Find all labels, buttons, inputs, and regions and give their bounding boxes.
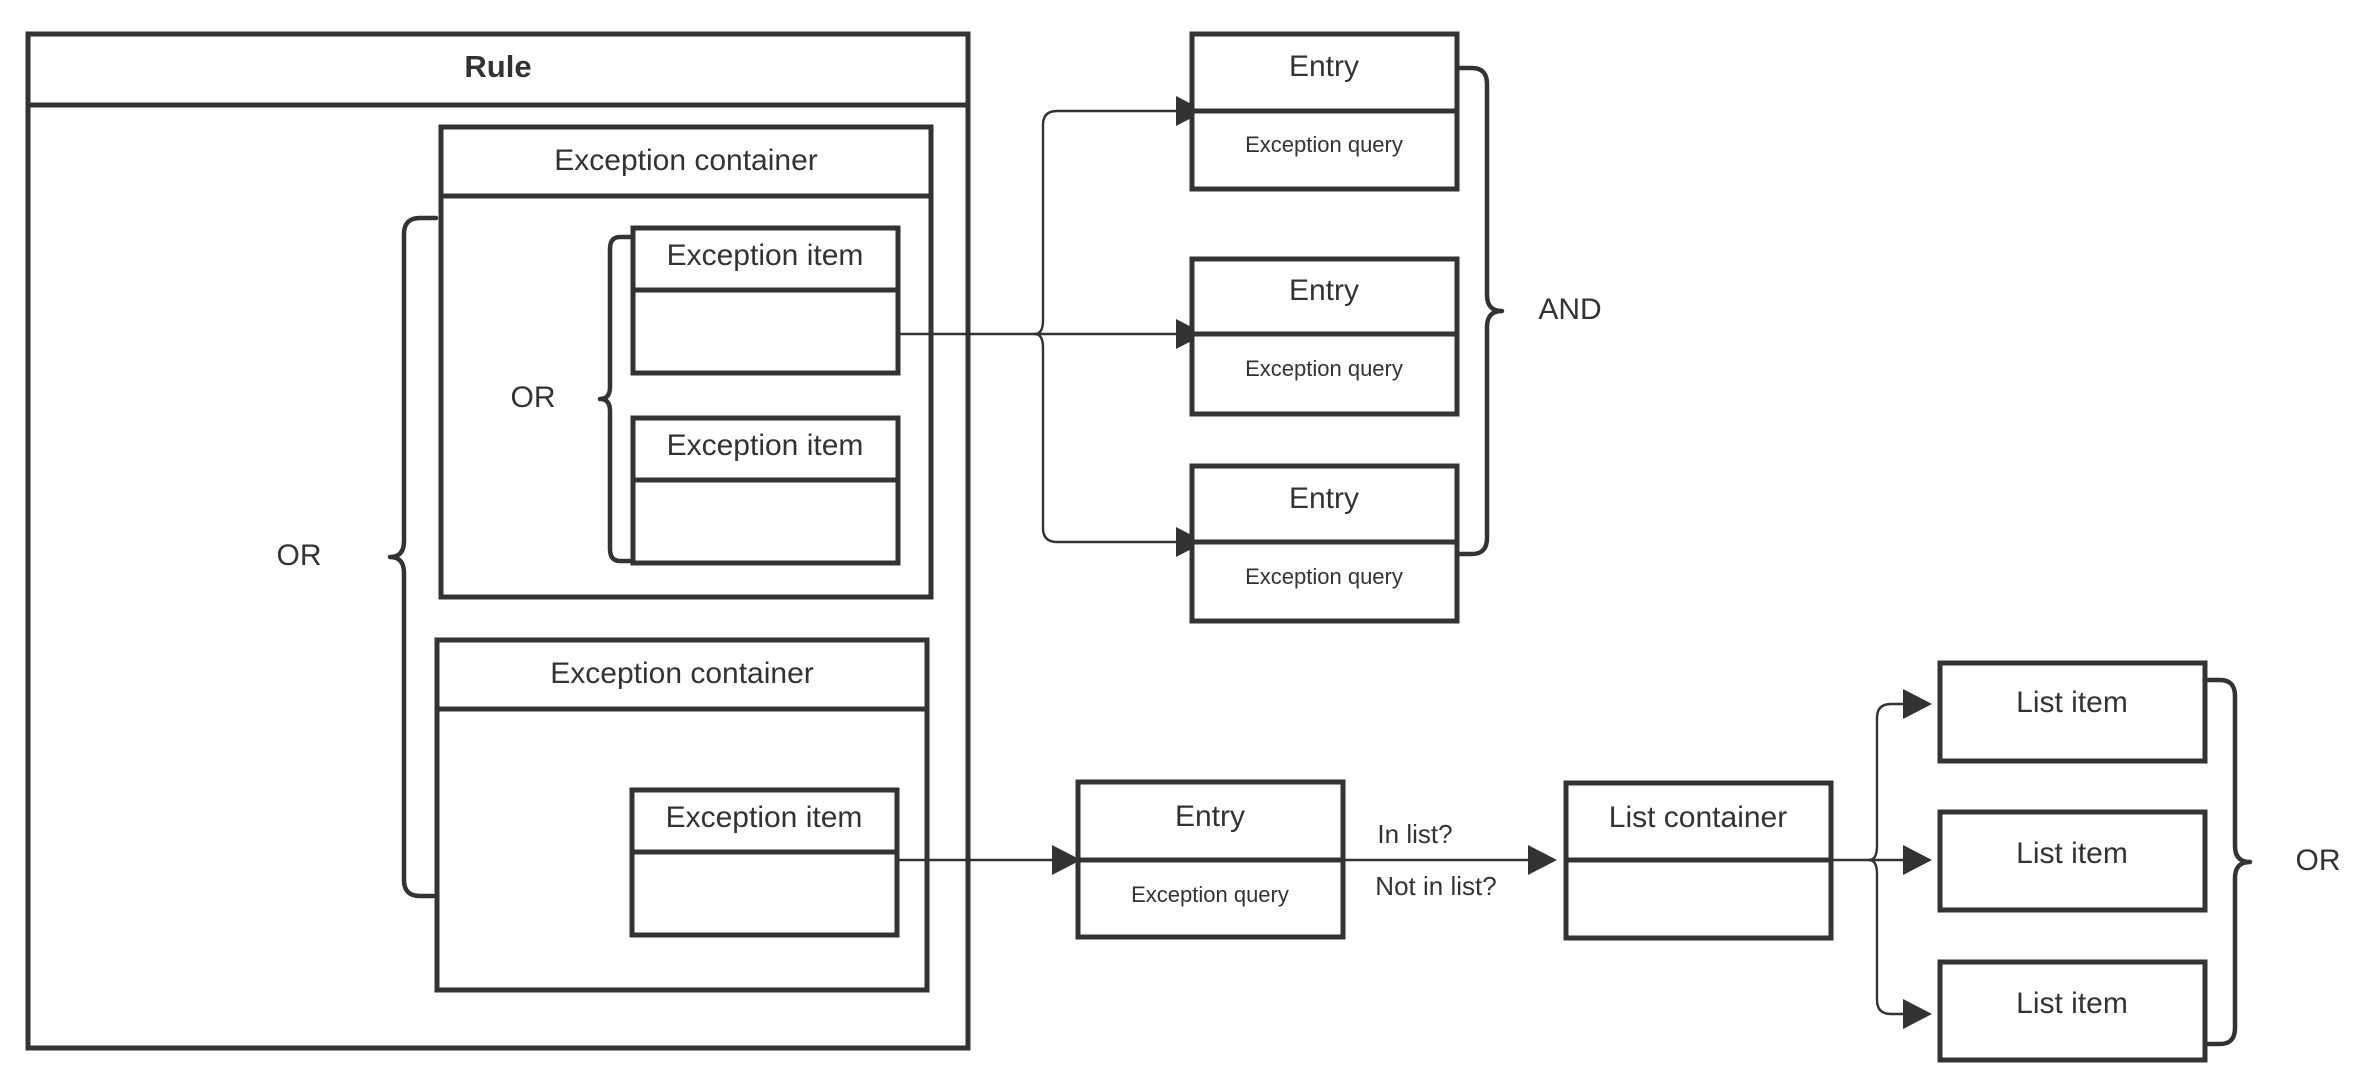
list-item-3-outline bbox=[1937, 959, 2208, 1063]
arrowhead-list-item-1 bbox=[1903, 689, 1932, 719]
exception-item-1-1[interactable]: Exception item bbox=[630, 225, 901, 376]
exception-container-1-title: Exception container bbox=[554, 144, 818, 177]
entry-box-bottom-subtitle: Exception query bbox=[1131, 882, 1289, 907]
list-or-brace-group: OR bbox=[2202, 677, 2341, 1047]
rule-box-title: Rule bbox=[464, 49, 531, 84]
exception-item-1-2-outline bbox=[630, 415, 901, 566]
list-or-brace bbox=[2202, 677, 2253, 1047]
outer-or-brace bbox=[387, 215, 439, 899]
outer-or-label: OR bbox=[277, 539, 322, 572]
arrowhead-list-item-2 bbox=[1903, 845, 1932, 875]
connector-branch-list-item-1 bbox=[1867, 702, 1905, 862]
arrowhead-bottom-entry bbox=[1052, 845, 1081, 875]
list-item-3-label: List item bbox=[2016, 987, 2128, 1020]
exception-item-1-1-outline bbox=[630, 225, 901, 376]
entry-box-2-subtitle: Exception query bbox=[1245, 356, 1403, 381]
exception-container-1-or-brace-group: OR bbox=[511, 234, 633, 564]
exception-item-1-2[interactable]: Exception item bbox=[630, 415, 901, 566]
edge-label-not-in-list: Not in list? bbox=[1375, 871, 1496, 901]
exception-item-1-2-title: Exception item bbox=[667, 429, 864, 462]
connector-branch-list-item-3 bbox=[1867, 858, 1905, 1016]
and-brace bbox=[1454, 65, 1505, 557]
entry-box-3[interactable]: Entry Exception query bbox=[1189, 463, 1460, 624]
connector-entry-to-list-container: In list? Not in list? bbox=[1341, 819, 1557, 901]
entry-box-3-subtitle: Exception query bbox=[1245, 564, 1403, 589]
exception-item-2-1-title: Exception item bbox=[666, 801, 863, 834]
entry-box-2-title: Entry bbox=[1289, 274, 1359, 307]
entry-box-1[interactable]: Entry Exception query bbox=[1189, 31, 1460, 192]
entry-box-2[interactable]: Entry Exception query bbox=[1189, 256, 1460, 417]
list-item-2-label: List item bbox=[2016, 837, 2128, 870]
list-container-title: List container bbox=[1609, 801, 1787, 834]
connector-branch-entry-1 bbox=[1033, 109, 1178, 336]
entry-box-bottom[interactable]: Entry Exception query bbox=[1075, 779, 1346, 940]
list-or-label: OR bbox=[2296, 844, 2341, 877]
entry-box-3-title: Entry bbox=[1289, 482, 1359, 515]
list-container-box[interactable]: List container bbox=[1563, 780, 1834, 941]
entry-box-1-title: Entry bbox=[1289, 50, 1359, 83]
entry-box-bottom-title: Entry bbox=[1175, 800, 1245, 833]
list-item-2-outline bbox=[1937, 809, 2208, 913]
connector-list-container-to-items bbox=[1829, 689, 1932, 1029]
list-item-2[interactable]: List item bbox=[1937, 809, 2208, 913]
list-item-1-label: List item bbox=[2016, 686, 2128, 719]
list-item-3[interactable]: List item bbox=[1937, 959, 2208, 1063]
exception-container-1-or-label: OR bbox=[511, 381, 556, 414]
and-brace-group: AND bbox=[1454, 65, 1602, 557]
connector-exception2-to-entry bbox=[895, 845, 1081, 875]
edge-label-in-list: In list? bbox=[1377, 819, 1452, 849]
exception-item-2-1[interactable]: Exception item bbox=[629, 787, 900, 938]
connector-branch-entry-3 bbox=[1033, 332, 1178, 544]
arrowhead-list-item-3 bbox=[1903, 999, 1932, 1029]
list-item-1[interactable]: List item bbox=[1937, 660, 2208, 764]
exception-item-1-1-title: Exception item bbox=[667, 239, 864, 272]
list-item-1-outline bbox=[1937, 660, 2208, 764]
exception-item-2-1-outline bbox=[629, 787, 900, 938]
and-label: AND bbox=[1538, 293, 1601, 326]
exception-container-2-title: Exception container bbox=[550, 657, 814, 690]
arrowhead-list-container bbox=[1528, 845, 1557, 875]
entry-box-1-subtitle: Exception query bbox=[1245, 132, 1403, 157]
exception-container-1-or-brace bbox=[597, 234, 633, 564]
outer-or-brace-group: OR bbox=[277, 215, 439, 899]
